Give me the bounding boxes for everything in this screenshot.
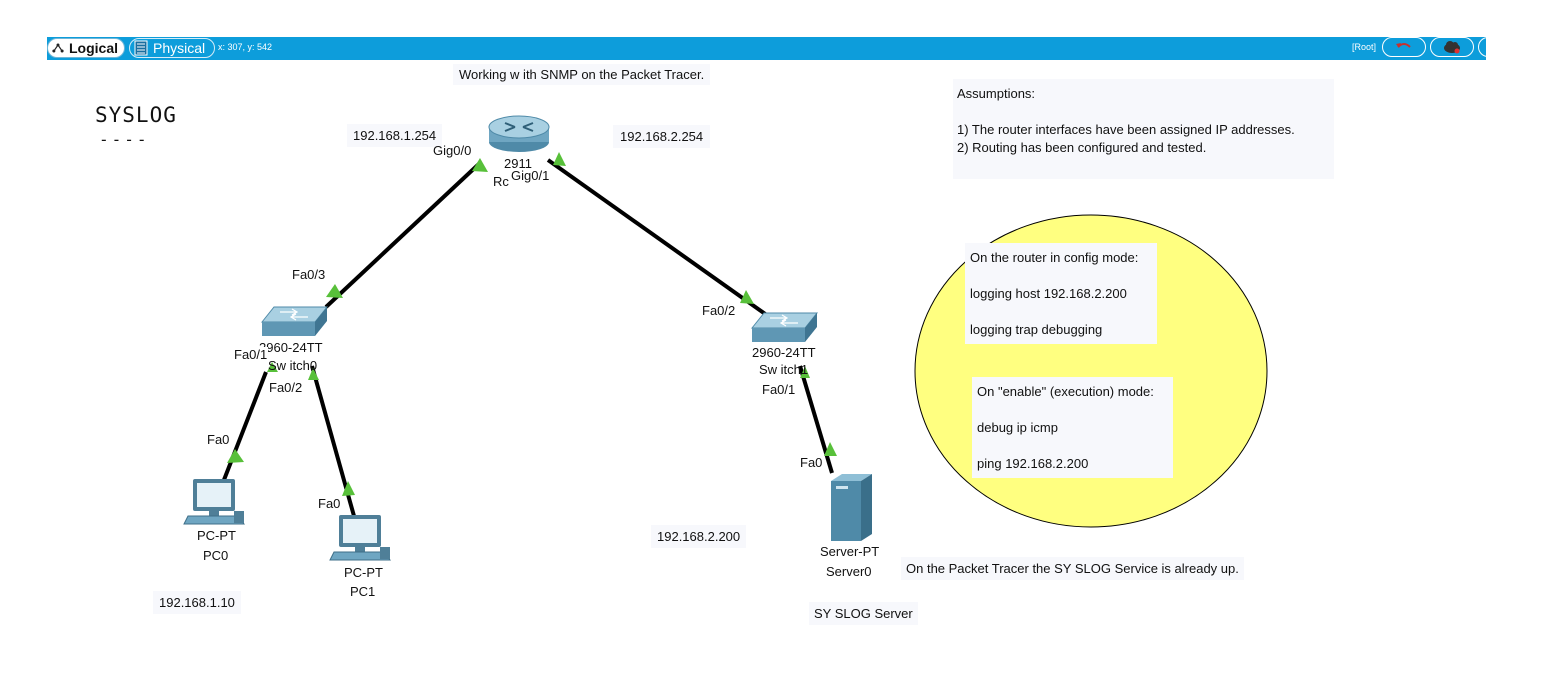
ip-server-note[interactable]: 192.168.2.200 <box>651 525 747 548</box>
assumptions-line-2: 2) Routing has been configured and teste… <box>957 140 1207 155</box>
workspace-toolbar: Logical Physical x: 307, y: 542 [Root] <box>47 37 1488 60</box>
switch1-name-label: Sw itch1 <box>759 362 809 377</box>
switch-icon[interactable] <box>260 306 329 336</box>
link-up-icon <box>308 368 319 380</box>
pc1-type-label: PC-PT <box>344 565 383 580</box>
link-up-icon <box>740 290 754 304</box>
cloud-button[interactable] <box>1430 37 1474 57</box>
logical-icon <box>52 43 64 53</box>
port-label-sw0-fa03: Fa0/3 <box>292 267 326 282</box>
pc0-name-label: PC0 <box>203 548 229 563</box>
port-label-pc0-fa0: Fa0 <box>207 432 230 447</box>
switch-icon[interactable] <box>750 312 819 342</box>
physical-icon <box>134 40 148 56</box>
assumptions-note[interactable]: Assumptions: 1) The router interfaces ha… <box>953 79 1334 179</box>
port-label-sw0-fa01: Fa0/1 <box>233 347 269 362</box>
link-up-icon <box>342 481 355 496</box>
link-up-icon <box>227 449 244 463</box>
cursor-coordinates: x: 307, y: 542 <box>218 42 273 52</box>
tab-logical[interactable]: Logical <box>47 38 125 58</box>
port-label-router-gig01: Gig0/1 <box>510 168 551 183</box>
tab-physical[interactable]: Physical <box>129 38 215 58</box>
link-switch0-pc0[interactable] <box>220 371 268 486</box>
enable-mode-note[interactable]: On "enable" (execution) mode: debug ip i… <box>972 377 1173 478</box>
pc0-type-label: PC-PT <box>197 528 236 543</box>
assumptions-heading: Assumptions: <box>957 86 1036 101</box>
link-up-icon <box>553 152 566 166</box>
pc-icon[interactable] <box>183 479 245 525</box>
service-note[interactable]: On the Packet Tracer the SY SLOG Service… <box>901 557 1244 580</box>
tab-physical-label: Physical <box>153 40 206 56</box>
assumptions-line-1: 1) The router interfaces have been assig… <box>957 122 1295 137</box>
port-label-sw1-fa02: Fa0/2 <box>702 303 736 318</box>
enable-line-1: On "enable" (execution) mode: <box>977 384 1154 399</box>
tab-logical-label: Logical <box>68 40 118 56</box>
ip-router-right-note[interactable]: 192.168.2.254 <box>613 125 711 148</box>
router-name-label: Rc <box>493 174 509 189</box>
switch0-model-label: 2960-24TT <box>259 340 323 355</box>
link-router-switch1[interactable] <box>546 158 770 318</box>
undo-button[interactable] <box>1382 37 1426 57</box>
pc1-name-label: PC1 <box>350 584 376 599</box>
syslog-underline: ---- <box>99 130 150 149</box>
config-mode-note[interactable]: On the router in config mode: logging ho… <box>965 243 1157 344</box>
port-label-router-gig00: Gig0/0 <box>433 143 472 158</box>
undo-icon <box>1396 43 1411 48</box>
ip-router-left-note[interactable]: 192.168.1.254 <box>347 124 443 147</box>
enable-line-2: debug ip icmp <box>977 420 1058 435</box>
router-model-label: 2911 <box>504 156 532 171</box>
syslog-title: SYSLOG <box>95 103 177 127</box>
port-label-sw0-fa02: Fa0/2 <box>269 380 303 395</box>
root-breadcrumb[interactable]: [Root] <box>1352 42 1377 52</box>
cloud-icon <box>1444 41 1460 54</box>
pc-icon[interactable] <box>329 515 391 561</box>
link-up-icon <box>472 158 488 172</box>
enable-line-3: ping 192.168.2.200 <box>977 456 1089 471</box>
link-up-icon <box>326 284 343 298</box>
config-line-3: logging trap debugging <box>970 322 1103 337</box>
port-label-pc1-fa0: Fa0 <box>318 496 341 511</box>
link-router-switch0[interactable] <box>324 160 483 309</box>
server-icon[interactable] <box>831 474 872 541</box>
config-line-1: On the router in config mode: <box>970 250 1139 265</box>
server-type-label: Server-PT <box>820 544 880 559</box>
link-up-icon <box>800 366 810 378</box>
ip-pc0-note[interactable]: 192.168.1.10 <box>153 591 241 614</box>
syslog-server-note[interactable]: SY SLOG Server <box>809 602 918 625</box>
router-icon[interactable] <box>488 115 550 152</box>
port-label-sw1-fa01: Fa0/1 <box>762 382 796 397</box>
link-up-icon <box>267 362 278 372</box>
port-label-server-fa0: Fa0 <box>800 455 823 470</box>
link-up-icon <box>824 442 837 456</box>
server-name-label: Server0 <box>826 564 872 579</box>
title-note[interactable]: Working w ith SNMP on the Packet Tracer. <box>453 64 711 85</box>
config-line-2: logging host 192.168.2.200 <box>970 286 1127 301</box>
switch0-name-label: Sw itch0 <box>268 358 318 373</box>
switch1-model-label: 2960-24TT <box>752 345 816 360</box>
